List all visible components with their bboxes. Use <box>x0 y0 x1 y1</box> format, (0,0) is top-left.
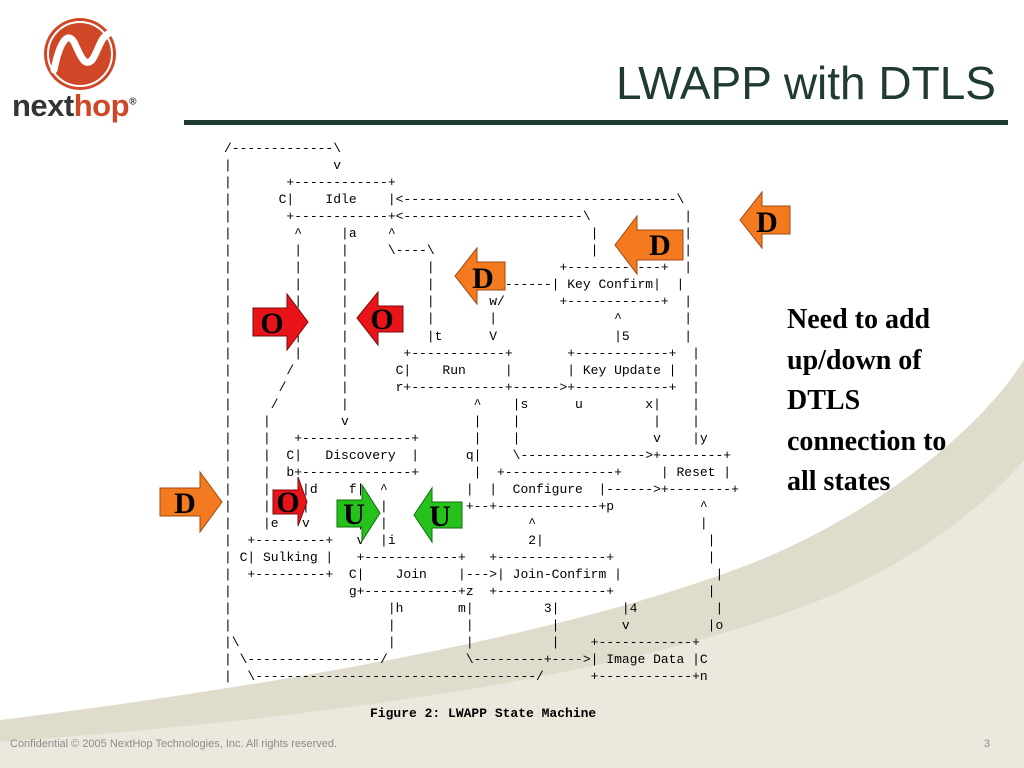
background-swoosh-light <box>0 460 1024 768</box>
arrow-d-4-label: D <box>174 487 196 520</box>
side-note: Need to add up/down of DTLS connection t… <box>787 304 947 497</box>
figure-caption: Figure 2: LWAPP State Machine <box>370 706 597 721</box>
arrow-d-1-label: D <box>756 206 778 239</box>
arrow-u-2-label: U <box>429 500 451 533</box>
arrow-d-2-label: D <box>649 229 671 262</box>
arrow-u-2: U <box>413 486 463 544</box>
arrow-o-1-label: O <box>260 307 283 340</box>
page-number: 3 <box>983 738 990 750</box>
logo-word-hop: hop <box>73 88 130 123</box>
arrow-d-3: D <box>454 246 506 306</box>
logo-wordmark: nexthop® <box>12 88 136 124</box>
logo-inner-circle <box>47 21 113 87</box>
arrow-d-2: D <box>614 214 684 276</box>
slide-title: LWAPP with DTLS <box>615 57 996 109</box>
arrow-u-1-label: U <box>343 498 365 531</box>
arrow-o-3: O <box>272 476 308 527</box>
arrow-o-3-label: O <box>276 486 299 519</box>
logo-wave <box>50 30 112 74</box>
arrow-o-2-label: O <box>370 303 393 336</box>
arrow-d-3-label: D <box>472 262 494 295</box>
arrow-o-2: O <box>356 290 404 347</box>
arrow-d-4: D <box>159 470 223 534</box>
nexthop-wave-logo-icon <box>44 18 116 90</box>
arrow-u-1: U <box>336 483 381 543</box>
arrow-o-1: O <box>252 292 309 352</box>
footer-confidential: Confidential © 2005 NextHop Technologies… <box>10 738 338 750</box>
logo-registered-mark: ® <box>129 96 136 108</box>
title-underline <box>184 120 1008 125</box>
arrow-d-1: D <box>739 190 791 250</box>
logo-word-next: next <box>12 88 74 123</box>
lwapp-state-machine-diagram: /-------------\ | v | +------------+ | C… <box>224 141 739 685</box>
